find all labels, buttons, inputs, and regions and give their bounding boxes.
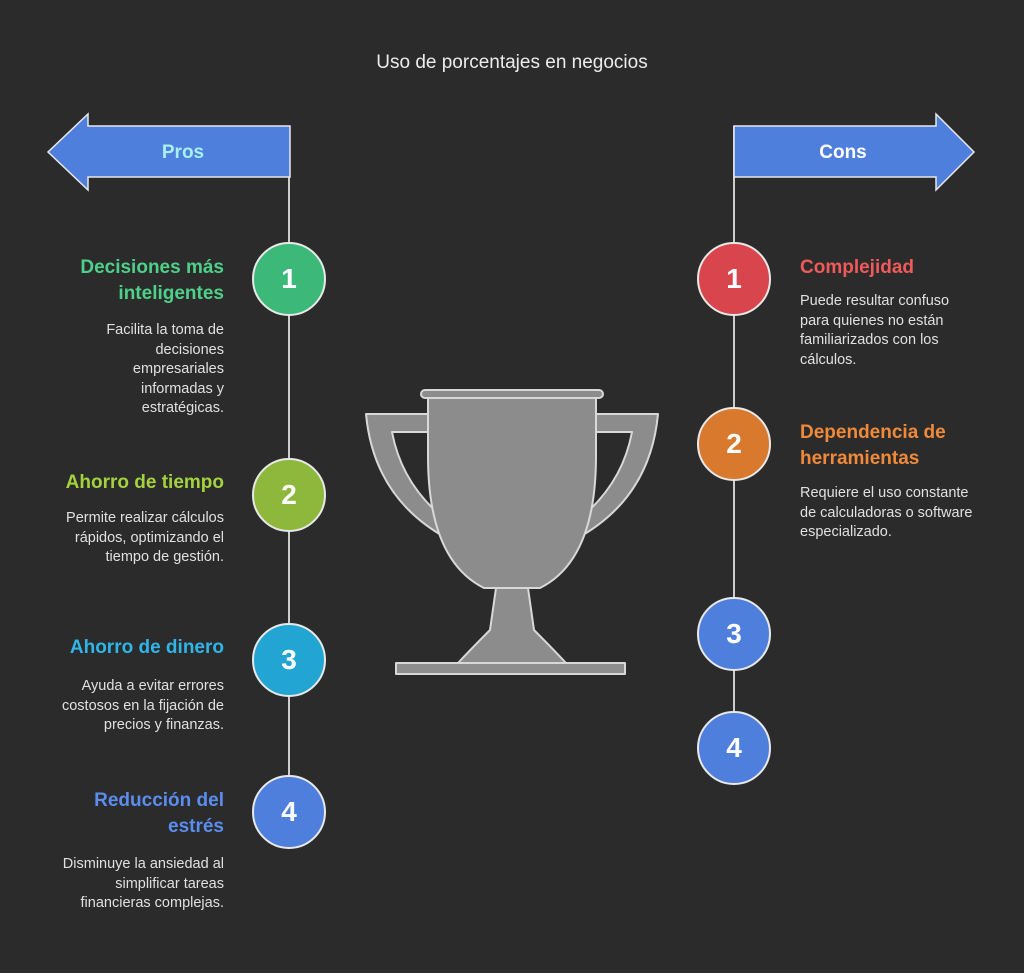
pros-arrow	[46, 112, 291, 192]
pros-item-title: Decisiones más inteligentes	[80, 257, 224, 304]
pros-item-description: Disminuye la ansiedad al simplificar tar…	[62, 856, 224, 911]
cons-item-title: Complejidad	[800, 257, 915, 278]
cons-circle-3: 3	[697, 597, 771, 671]
pros-item-title: Ahorro de tiempo	[65, 472, 224, 493]
pros-item-title: Reducción del estrés	[94, 790, 224, 837]
cons-arrow	[733, 112, 976, 192]
page-title: Uso de porcentajes en negocios	[376, 52, 648, 73]
pros-circle-3: 3	[252, 623, 326, 697]
cons-label: Cons	[819, 142, 867, 163]
pros-circle-1: 1	[252, 242, 326, 316]
cons-circle-4: 4	[697, 711, 771, 785]
pros-label: Pros	[161, 142, 205, 163]
trophy-icon	[365, 389, 659, 675]
cons-item-title: Dependencia de herramientas	[800, 422, 946, 469]
pros-item-description: Permite realizar cálculos rápidos, optim…	[66, 510, 224, 565]
cons-circle-2: 2	[697, 407, 771, 481]
pros-item-description: Facilita la toma de decisiones empresari…	[106, 322, 224, 416]
cons-item-description: Requiere el uso constante de calculadora…	[800, 485, 973, 540]
pros-item-title: Ahorro de dinero	[69, 637, 224, 658]
pros-circle-4: 4	[252, 775, 326, 849]
cons-item-description: Puede resultar confuso para quienes no e…	[800, 293, 950, 368]
pros-circle-2: 2	[252, 458, 326, 532]
cons-circle-1: 1	[697, 242, 771, 316]
pros-item-description: Ayuda a evitar errores costosos en la fi…	[61, 678, 224, 733]
